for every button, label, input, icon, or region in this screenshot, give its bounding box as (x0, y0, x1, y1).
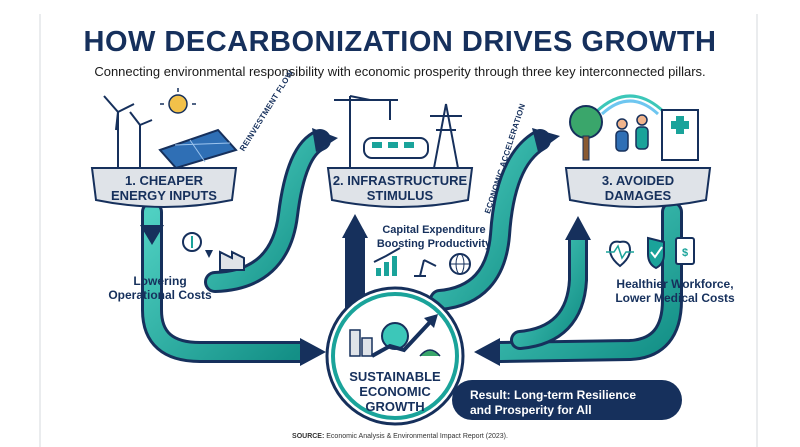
globe-network-icon (449, 253, 471, 275)
arrowhead-into-center-right (474, 338, 500, 366)
pillar-1-label: 1. CHEAPER ENERGY INPUTS (111, 173, 217, 203)
pillar-panel-2 (326, 167, 474, 208)
arrowhead-pillar1-down (140, 225, 164, 245)
solar-panel-icon (158, 128, 238, 170)
result-text: Result: Long-term Resilience and Prosper… (470, 388, 637, 417)
arrow-acceleration (432, 132, 548, 308)
svg-text:$: $ (682, 247, 688, 259)
globe-icon (381, 322, 409, 350)
robot-arm-icon (414, 259, 437, 277)
clipboard-dollar-icon: $ (675, 237, 695, 265)
note-capital-expenditure: Capital Expenditure Boosting Productivit… (376, 224, 492, 250)
note-healthier-workforce: Healthier Workforce, Lower Medical Costs (615, 277, 735, 305)
note-operational-costs: Lowering Operational Costs (108, 274, 212, 302)
rainbow-icon (594, 94, 666, 116)
shield-check-icon (647, 236, 665, 270)
flow-arrows (141, 129, 683, 363)
arrow-heads (140, 128, 591, 366)
pillar-2-label: 2. INFRASTRUCTURE STIMULUS (332, 173, 468, 203)
arrowhead-into-center-left (300, 338, 326, 366)
hospital-icon (661, 109, 699, 161)
pillar-panel-1 (90, 167, 238, 208)
crane-icon (334, 95, 398, 168)
page-subtitle: Connecting environmental responsibility … (94, 64, 706, 79)
center-growth-badge (325, 286, 465, 426)
page-title: HOW DECARBONIZATION DRIVES GROWTH (83, 26, 717, 58)
wind-turbine-icon (103, 95, 153, 168)
cost-down-icon (182, 232, 213, 258)
arrow-reinvestment (207, 132, 328, 290)
bar-chart-icon (373, 247, 401, 276)
growth-arrow-icon (371, 318, 434, 358)
tree-icon (569, 105, 603, 161)
heart-pulse-icon (606, 240, 634, 268)
building-icon (349, 329, 361, 357)
arrow-pillar3-to-center (492, 204, 680, 360)
arrowhead-pillar2-up (342, 214, 368, 238)
pillar-panel-3 (564, 167, 712, 208)
arrowhead-reinvestment (312, 128, 338, 152)
pillar-3-label: 3. AVOIDED DAMAGES (601, 173, 675, 203)
power-pylon-icon (430, 103, 462, 169)
arrow-growth-to-pillar3 (513, 233, 585, 347)
train-icon (363, 137, 429, 159)
sun-icon (160, 88, 196, 114)
arrow-pillar1-to-center (144, 204, 308, 360)
people-icon (615, 114, 649, 152)
arrowhead-pillar3-up (565, 216, 591, 240)
leaf-icon (419, 349, 441, 357)
factory-icon (219, 250, 245, 271)
arrowhead-acceleration (532, 128, 560, 152)
source-note: SOURCE: Economic Analysis & Environmenta… (292, 433, 508, 440)
center-growth-label: SUSTAINABLE ECONOMIC GROWTH (349, 369, 441, 414)
result-banner (452, 380, 682, 420)
